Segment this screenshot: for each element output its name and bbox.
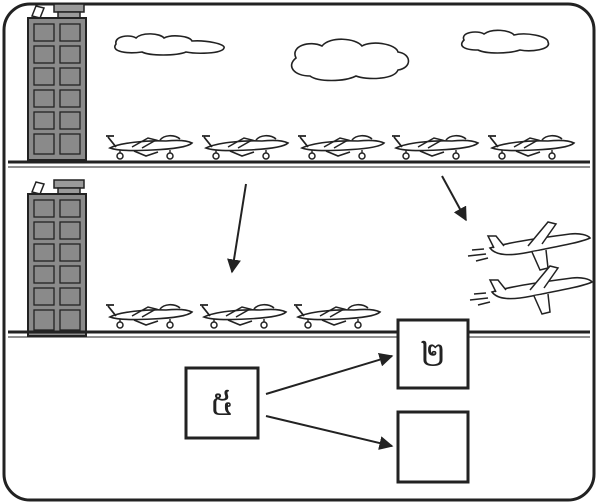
- arrow-takeoff: [441, 175, 467, 222]
- arrow-stay: [227, 183, 247, 274]
- start-box-label: ៥: [210, 384, 234, 424]
- arrow-to-result-top: [265, 352, 394, 395]
- control-tower-top: [27, 3, 87, 161]
- cloud-left: [114, 33, 225, 56]
- cloud-right: [460, 29, 550, 54]
- arrow-to-answer: [265, 415, 394, 450]
- start-box: [184, 366, 260, 440]
- cloud-middle: [290, 38, 410, 82]
- answer-box[interactable]: [396, 410, 470, 484]
- result-box-top-label: ២: [420, 335, 446, 375]
- control-tower-bottom: [27, 179, 87, 337]
- result-box-top: [396, 318, 470, 390]
